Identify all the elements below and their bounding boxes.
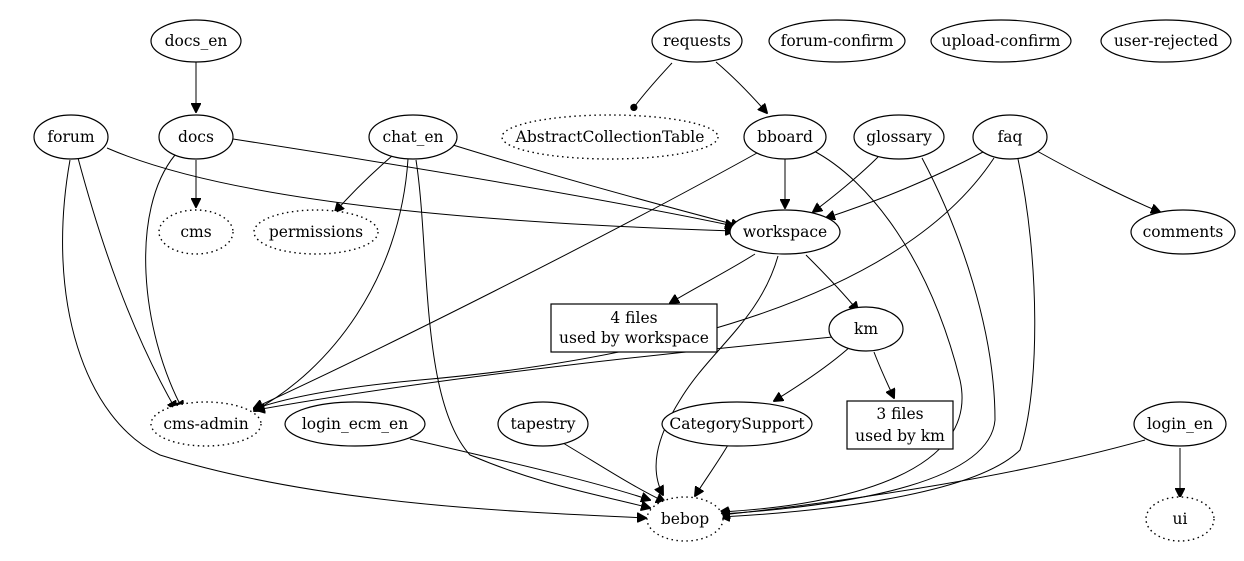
node-upload-confirm-label: upload-confirm [941, 32, 1060, 50]
node-km-files-line2: used by km [855, 427, 945, 445]
edge-categorysupport-bebop [695, 444, 729, 496]
edge-docs-cmsadmin [145, 154, 183, 410]
node-login_en-label: login_en [1147, 415, 1213, 433]
edge-faq-workspace [826, 151, 984, 218]
node-bebop-label: bebop [661, 510, 709, 528]
edge-chaten-cmsadmin [254, 158, 409, 411]
node-workspace[interactable]: workspace [729, 209, 841, 255]
node-faq[interactable]: faq [972, 114, 1048, 160]
node-login_ecm_en[interactable]: login_ecm_en [284, 401, 426, 447]
node-comments-label: comments [1143, 223, 1224, 241]
node-forum-label: forum [47, 128, 94, 146]
node-user-rejected-label: user-rejected [1114, 32, 1218, 50]
edge-bboard-cmsadmin [254, 152, 758, 408]
node-workspace-files-line1: 4 files [610, 309, 657, 327]
node-upload-confirm[interactable]: upload-confirm [930, 19, 1072, 63]
node-user-rejected[interactable]: user-rejected [1100, 19, 1232, 63]
node-ui[interactable]: ui [1145, 496, 1215, 542]
node-abstractcollectiontable-label: AbstractCollectionTable [515, 128, 705, 146]
node-km-files[interactable]: 3 files used by km [846, 400, 954, 450]
node-categorysupport-label: CategorySupport [669, 415, 805, 433]
edge-faq-bebop [721, 158, 1036, 517]
edge-requests-bboard [715, 61, 767, 113]
nodes: docs_en requests forum-confirm upload-co… [33, 19, 1236, 542]
node-permissions-label: permissions [269, 223, 363, 241]
node-bboard-label: bboard [757, 128, 813, 146]
edges [62, 61, 1180, 518]
edge-faq-comments [1036, 150, 1160, 212]
node-tapestry-label: tapestry [511, 415, 576, 433]
edge-requests-abstractcollectiontable [630, 62, 673, 112]
edge-forum-workspace [106, 147, 734, 231]
edge-workspace-bebop [656, 255, 779, 495]
node-login_ecm_en-label: login_ecm_en [302, 415, 408, 433]
node-workspace-label: workspace [743, 223, 827, 241]
edge-faq-cmsadmin [254, 157, 995, 409]
node-workspace-files-line2: used by workspace [559, 329, 709, 347]
node-cms-label: cms [180, 223, 211, 241]
edge-forum-bebop [62, 159, 646, 518]
node-ui-label: ui [1173, 510, 1188, 528]
edge-glossary-bebop [721, 157, 996, 514]
edge-workspace-km [805, 254, 858, 311]
node-docs[interactable]: docs [158, 114, 234, 160]
node-workspace-files[interactable]: 4 files used by workspace [550, 303, 718, 353]
node-login_en[interactable]: login_en [1133, 401, 1227, 447]
node-km-files-line1: 3 files [876, 405, 923, 423]
edge-chaten-bebop [415, 159, 650, 508]
node-forum[interactable]: forum [33, 114, 109, 160]
node-forum-confirm[interactable]: forum-confirm [768, 19, 906, 63]
node-permissions[interactable]: permissions [253, 209, 379, 255]
edge-km-cmsadmin [256, 335, 844, 410]
node-glossary-label: glossary [866, 128, 932, 146]
edge-tapestry-bebop [562, 442, 665, 502]
node-chat_en[interactable]: chat_en [368, 114, 458, 160]
edge-chaten-workspace [452, 144, 740, 226]
node-chat_en-label: chat_en [382, 128, 443, 146]
node-km[interactable]: km [828, 306, 904, 352]
edge-workspace-workspacefiles [670, 253, 756, 303]
edge-bboard-bebop [720, 149, 963, 512]
node-cms-admin-label: cms-admin [163, 415, 248, 433]
node-forum-confirm-label: forum-confirm [781, 32, 894, 50]
node-abstractcollectiontable[interactable]: AbstractCollectionTable [501, 114, 719, 160]
edge-loginecmen-bebop [409, 438, 650, 500]
edge-km-kmfiles [873, 351, 894, 398]
node-comments[interactable]: comments [1130, 209, 1236, 255]
node-tapestry[interactable]: tapestry [497, 401, 589, 447]
node-faq-label: faq [998, 128, 1023, 146]
node-requests-label: requests [663, 32, 731, 50]
node-cms[interactable]: cms [158, 209, 234, 255]
edge-km-categorysupport [774, 345, 852, 401]
node-requests[interactable]: requests [651, 19, 743, 63]
node-glossary[interactable]: glossary [853, 114, 945, 160]
edge-glossary-workspace [813, 156, 879, 212]
node-categorysupport[interactable]: CategorySupport [661, 401, 813, 447]
node-km-label: km [854, 320, 878, 338]
node-docs_en[interactable]: docs_en [150, 19, 242, 63]
node-cms-admin[interactable]: cms-admin [150, 401, 262, 447]
edge-forum-cmsadmin [77, 157, 176, 410]
node-bboard[interactable]: bboard [743, 114, 827, 160]
node-docs_en-label: docs_en [165, 32, 228, 50]
node-docs-label: docs [178, 128, 214, 146]
edge-docs-workspace [232, 138, 734, 226]
node-bebop[interactable]: bebop [646, 496, 724, 542]
edge-chaten-permissions [335, 155, 393, 212]
edge-loginen-bebop [721, 439, 1146, 515]
